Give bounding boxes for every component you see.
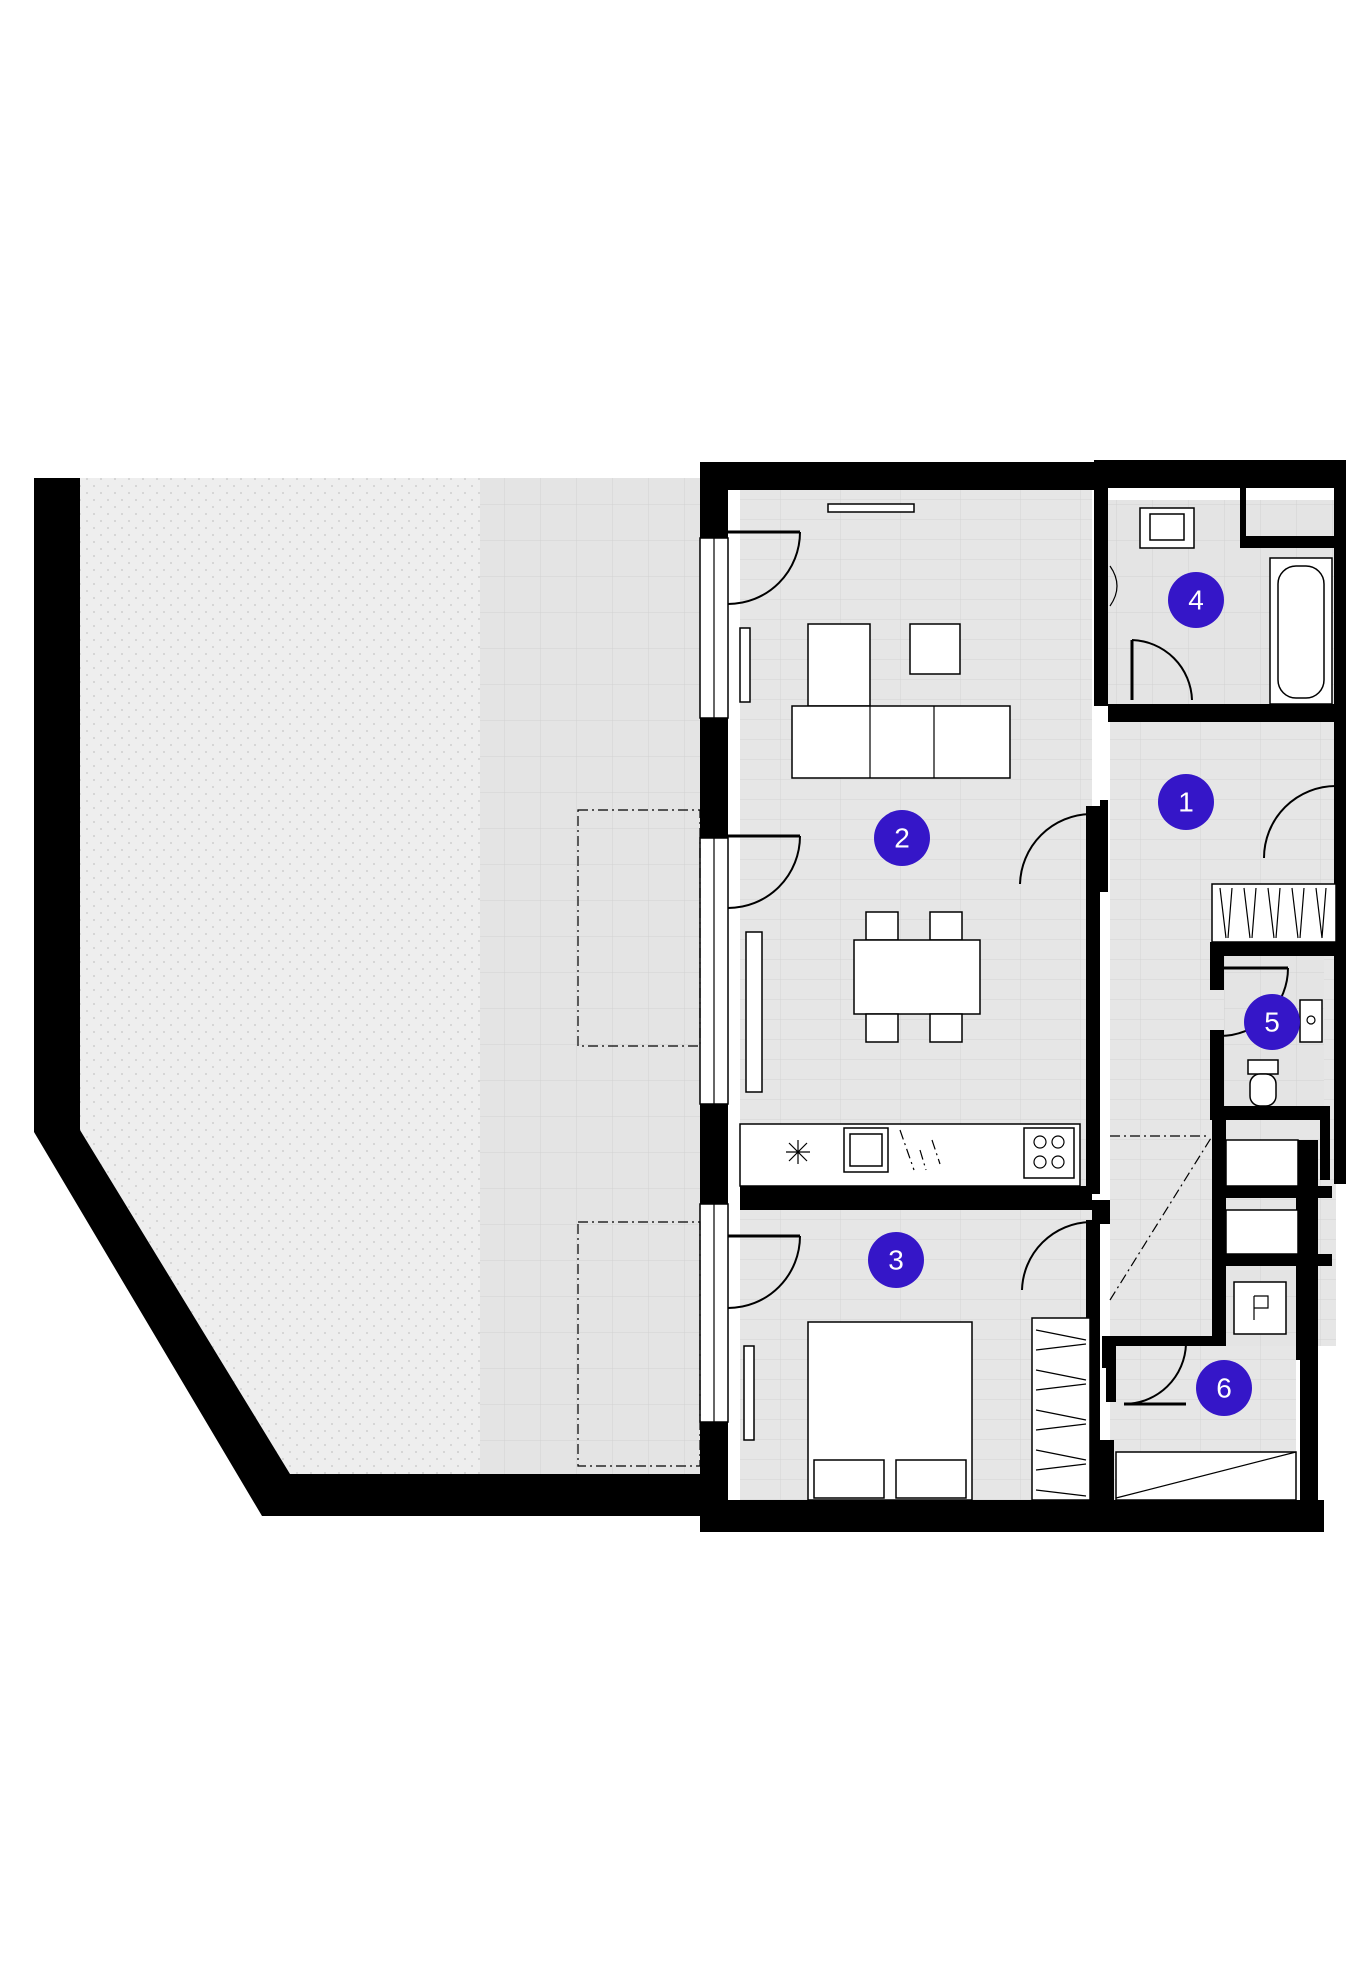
room-badge-living-kitchen: 2	[874, 810, 930, 866]
room-badge-storage: 6	[1196, 1360, 1252, 1416]
wc-fixtures	[1247, 999, 1323, 1107]
room-number-6: 6	[1216, 1373, 1232, 1404]
kitchen-counter	[739, 1123, 1081, 1187]
closet-1	[1225, 1139, 1299, 1187]
terrace	[480, 478, 700, 1474]
room-badge-wc: 5	[1244, 994, 1300, 1050]
closet-2	[1225, 1209, 1299, 1255]
room-number-5: 5	[1264, 1007, 1280, 1038]
room-badge-hallway: 1	[1158, 774, 1214, 830]
wardrobe-hallway-hatch	[1219, 887, 1327, 939]
living-room-furniture	[791, 623, 1011, 1043]
room-badge-bedroom: 3	[868, 1232, 924, 1288]
room-number-3: 3	[888, 1245, 904, 1276]
room-number-1: 1	[1178, 787, 1194, 818]
room-badge-bathroom: 4	[1168, 572, 1224, 628]
room-number-2: 2	[894, 823, 910, 854]
room-number-4: 4	[1188, 585, 1204, 616]
awning-outline-1	[577, 809, 701, 1047]
awning-outline-2	[577, 1221, 701, 1467]
wardrobe-hallway	[1211, 883, 1337, 943]
garden-lawn	[80, 478, 480, 1474]
doors	[727, 530, 1338, 1406]
west-windows	[699, 503, 915, 1441]
bathroom-fixtures	[1109, 507, 1333, 705]
apartment-walls	[700, 460, 1346, 1532]
bedroom-furniture	[807, 1317, 1091, 1501]
storage-shelf-line	[1115, 1451, 1297, 1499]
boiler-unit-icon	[1253, 1295, 1269, 1320]
